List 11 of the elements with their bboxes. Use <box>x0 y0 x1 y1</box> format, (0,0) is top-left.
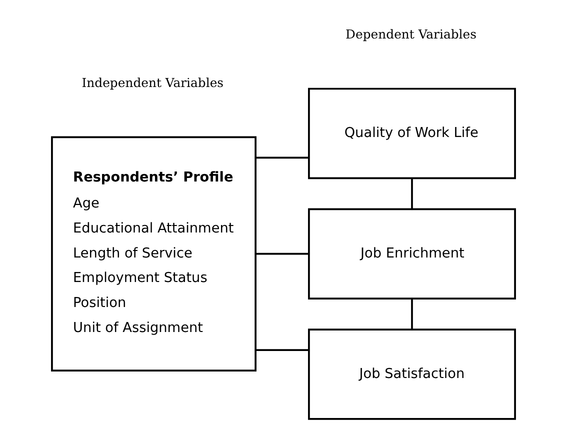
connector <box>410 178 412 209</box>
node-box: Job Satisfaction <box>308 328 516 420</box>
node-box: Job Enrichment <box>308 208 516 300</box>
label: Dependent Variables <box>345 26 476 42</box>
connector <box>255 252 308 255</box>
connector <box>410 298 412 330</box>
connector <box>255 349 308 351</box>
connector <box>255 156 308 159</box>
node-box: Respondents’ Profile Age Educational Attainment Length of Service Employment Status Position Unit of Assignment <box>50 136 256 372</box>
label: Independent Variables <box>81 74 224 90</box>
node-box: Quality of Work Life <box>308 88 516 180</box>
